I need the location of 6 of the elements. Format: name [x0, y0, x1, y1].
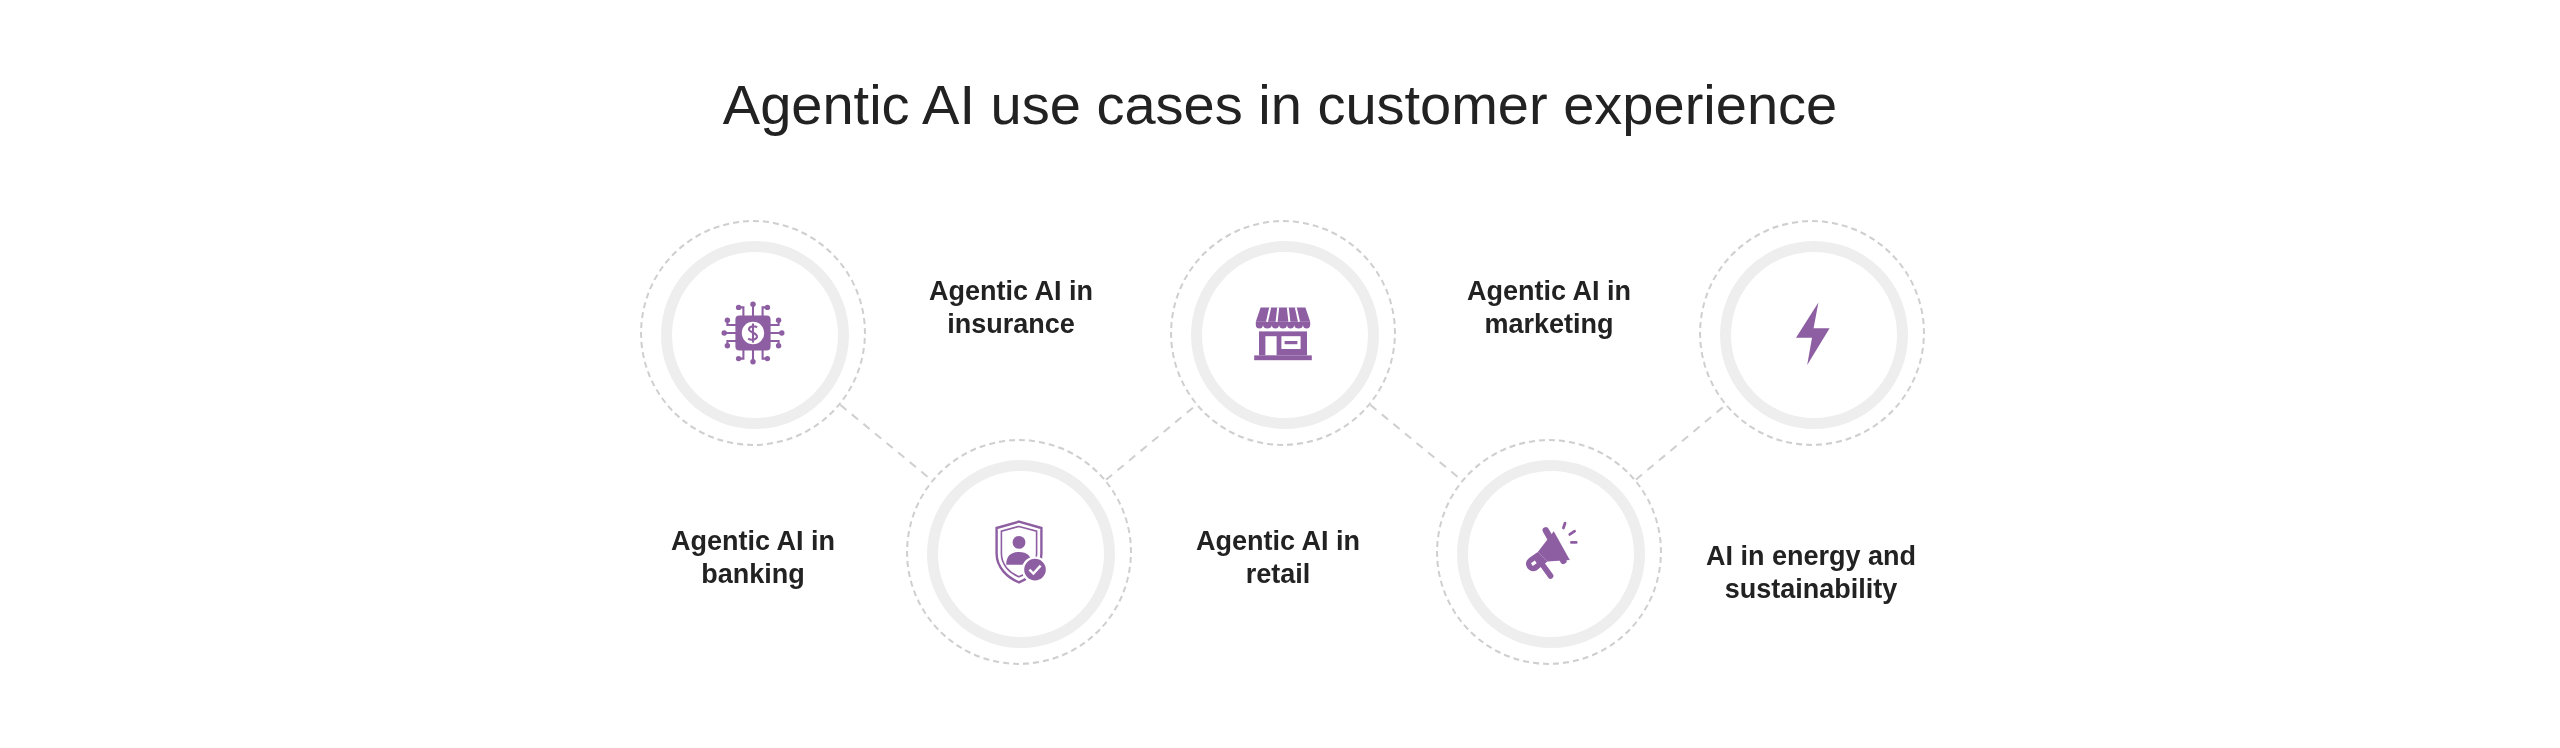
use-case-label: Agentic AI in banking [670, 525, 836, 591]
use-case-label: AI in energy and sustainability [1704, 540, 1917, 606]
diagram-title: Agentic AI use cases in customer experience [722, 72, 1838, 137]
use-case-label: Agentic AI in retail [1195, 525, 1361, 591]
use-case-label: Agentic AI in marketing [1466, 275, 1632, 341]
use-case-label: Agentic AI in insurance [928, 275, 1094, 341]
